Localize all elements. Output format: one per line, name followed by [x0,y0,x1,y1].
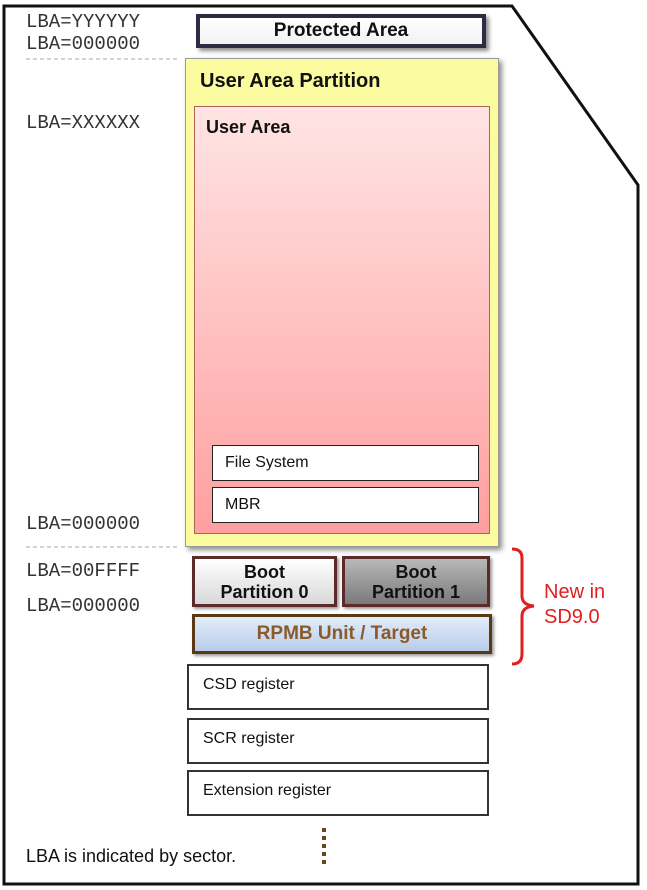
boot-partition-0-box: Boot Partition 0 [192,556,337,607]
boot-partition-0-line2: Partition 0 [220,581,309,602]
user-area-partition-title: User Area Partition [200,70,381,92]
continuation-dots-icon [322,828,326,864]
lba-label-boot-top: LBA=00FFFF [26,560,141,582]
lba-label-xxxxxx: LBA=XXXXXX [26,112,141,134]
protected-area-label: Protected Area [273,20,409,41]
extension-register-label: Extension register [203,782,332,799]
scr-register-box: SCR register [187,718,489,764]
file-system-box: File System [212,445,479,481]
boot-partition-1-line2: Partition 1 [371,581,460,602]
lba-label-top-zero: LBA=000000 [26,33,141,55]
lba-label-yyyyyy: LBA=YYYYYY [26,11,141,33]
csd-register-box: CSD register [187,664,489,710]
lba-label-boot-bottom: LBA=000000 [26,595,141,617]
footer-note: LBA is indicated by sector. [26,846,237,866]
rpmb-unit-box: RPMB Unit / Target [192,614,492,654]
mbr-label: MBR [225,496,261,513]
csd-register-label: CSD register [203,676,295,693]
user-area-title: User Area [206,117,291,137]
mbr-box: MBR [212,487,479,523]
boot-partition-0-line1: Boot [244,561,285,582]
file-system-label: File System [225,454,309,471]
scr-register-label: SCR register [203,730,295,747]
lba-label-user-bottom: LBA=000000 [26,513,141,535]
rpmb-unit-label: RPMB Unit / Target [256,623,428,644]
boot-partition-1-box: Boot Partition 1 [342,556,490,607]
new-in-note-line1: New in [544,581,606,603]
extension-register-box: Extension register [187,770,489,816]
new-in-note-line2: SD9.0 [544,606,600,628]
boot-partition-1-line1: Boot [395,561,437,582]
protected-area-box: Protected Area [196,14,486,48]
new-in-note: New in SD9.0 [544,580,605,630]
new-feature-bracket [511,547,535,666]
